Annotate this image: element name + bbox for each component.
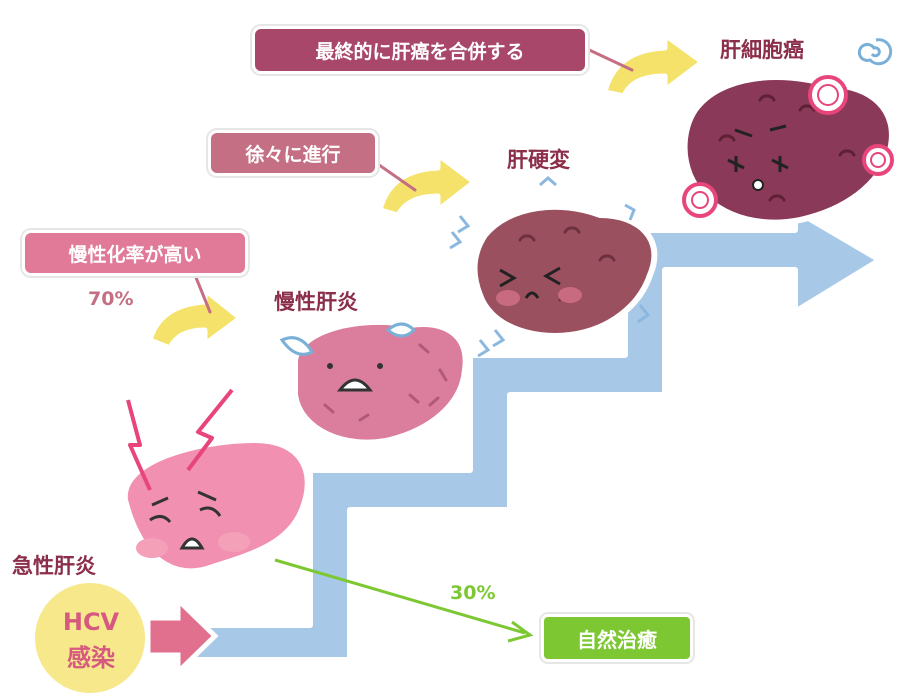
chronic-rate-pointer: [193, 273, 212, 314]
natural-cure-callout: 自然治癒: [541, 614, 693, 662]
lightning-icon: [126, 388, 234, 491]
cirrhosis-label: 肝硬変: [507, 148, 570, 172]
gradual-progression-callout: 徐々に進行: [208, 130, 378, 176]
hcv-label-line1: HCV: [62, 608, 120, 636]
chronic-hepatitis-label: 慢性肝炎: [274, 290, 358, 314]
curved-arrow-icon: [147, 32, 705, 351]
cirrhosis-liver-illustration: [449, 176, 658, 358]
chronic-percentage: 70%: [88, 288, 134, 310]
eventual-cancer-callout: 最終的に肝癌を合併する: [252, 26, 588, 74]
cure-percentage: 30%: [450, 582, 496, 604]
gradual-pointer: [370, 158, 417, 192]
acute-liver-illustration: [121, 436, 311, 575]
chronic-liver-illustration: [292, 319, 469, 446]
staircase-arrow: [177, 207, 883, 663]
tumor-spots: [682, 75, 894, 218]
eventual-pointer: [583, 46, 634, 72]
spiral-icon: [857, 38, 893, 66]
acute-hepatitis-label: 急性肝炎: [12, 554, 96, 578]
cure-arrow-icon: [274, 558, 534, 643]
hcc-label: 肝細胞癌: [720, 38, 804, 62]
chronic-rate-callout: 慢性化率が高い: [22, 230, 248, 276]
hcv-arrow: [145, 594, 219, 678]
hcc-liver-illustration: [681, 74, 895, 226]
sweat-drop-icon: [279, 322, 417, 356]
hcv-label-line2: 感染: [67, 644, 115, 672]
